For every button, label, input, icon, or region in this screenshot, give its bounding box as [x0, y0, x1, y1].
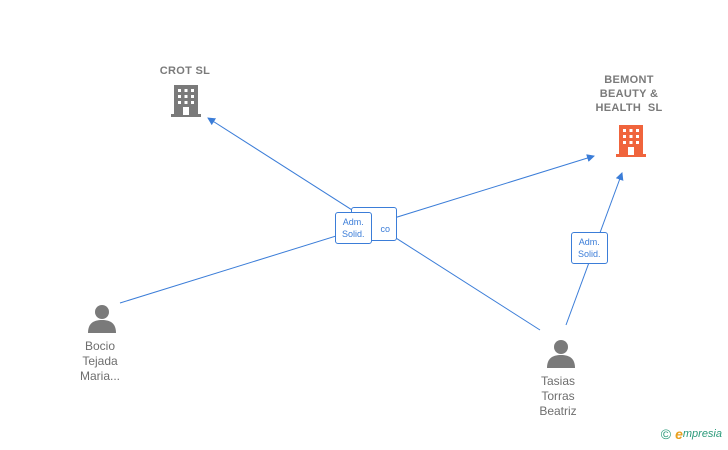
relation-label-tasias-bemont[interactable]: Adm. Solid.: [571, 232, 608, 264]
person-label-bocio[interactable]: Bocio Tejada Maria...: [60, 339, 140, 384]
building-icon[interactable]: [615, 123, 647, 159]
relation-label-bocio-bemont-line-1: Adm.: [342, 217, 364, 227]
company-label-bemont-line-2: BEAUTY &: [599, 88, 659, 100]
footer-brand: © e mpresia: [661, 426, 722, 442]
person-label-bocio-line-3: Maria...: [79, 369, 120, 383]
person-label-bocio-line-1: Bocio: [84, 339, 116, 353]
relation-label-bocio-bemont-line-2: Solid.: [342, 229, 365, 239]
brand-logo-initial: e: [675, 426, 683, 442]
person-label-tasias-line-3: Beatriz: [539, 404, 577, 418]
person-icon[interactable]: [545, 338, 577, 368]
relation-label-bocio-bemont[interactable]: Adm. Solid.: [335, 212, 372, 244]
company-label-bemont-line-1: BEMONT: [604, 74, 654, 86]
company-label-crot[interactable]: CROT SL: [159, 65, 211, 77]
brand-logo-text: mpresia: [682, 428, 722, 440]
building-icon[interactable]: [170, 83, 202, 119]
copyright-symbol: ©: [660, 426, 672, 442]
company-label-bemont[interactable]: BEMONT BEAUTY & HEALTH SL: [584, 73, 674, 115]
person-label-bocio-line-2: Tejada: [82, 354, 118, 368]
person-label-tasias-line-1: Tasias: [540, 374, 575, 388]
relation-label-tasias-bemont-line-2: Solid.: [578, 249, 601, 259]
person-label-tasias-line-2: Torras: [541, 389, 575, 403]
person-label-tasias[interactable]: Tasias Torras Beatriz: [518, 374, 598, 419]
relation-label-tasias-crot-suffix: co: [380, 224, 390, 234]
relation-label-tasias-bemont-line-1: Adm.: [578, 237, 600, 247]
person-icon[interactable]: [86, 303, 118, 333]
company-label-bemont-line-3: HEALTH SL: [595, 102, 663, 114]
